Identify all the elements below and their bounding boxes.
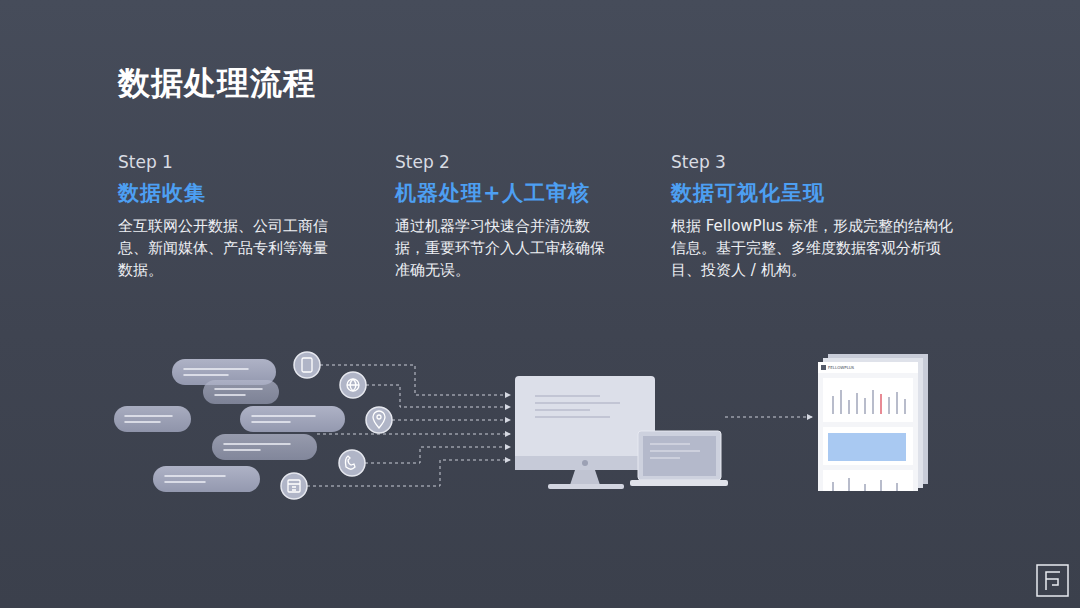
flow-lines [307,365,812,486]
step-heading: 数据收集 [118,179,206,207]
step-heading: 机器处理+人工审核 [395,179,590,207]
report-pages [818,354,928,491]
data-pills [114,359,345,492]
step-number: Step 3 [671,152,726,172]
page-title: 数据处理流程 [118,62,316,106]
step-number: Step 1 [118,152,173,172]
source-icons [281,352,392,499]
step-description: 通过机器学习快速合并清洗数据，重要环节介入人工审核确保准确无误。 [395,215,607,281]
brand-logo [1037,565,1068,596]
report-brand: FELLOWPLUS [828,365,854,370]
step-description: 根据 FellowPlus 标准，形成完整的结构化信息。基于完整、多维度数据客观… [671,215,953,281]
laptop [630,431,728,486]
step-heading: 数据可视化呈现 [671,179,825,207]
step-description: 全互联网公开数据、公司工商信息、新闻媒体、产品专利等海量数据。 [118,215,330,281]
step-number: Step 2 [395,152,450,172]
desktop-monitor [515,376,655,489]
